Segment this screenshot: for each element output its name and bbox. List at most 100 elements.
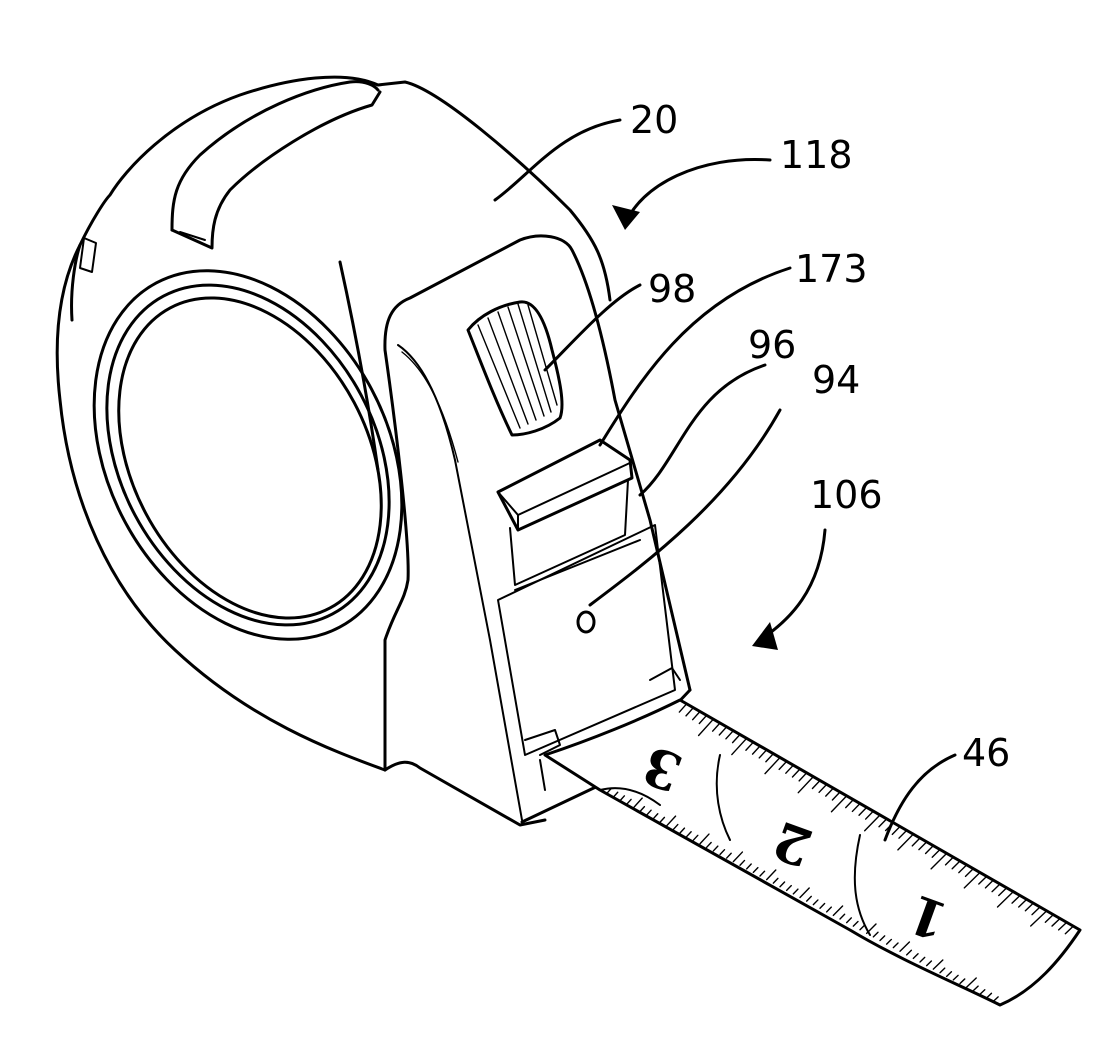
tape-tick-top	[1024, 902, 1035, 912]
tape-tick-bottom	[605, 787, 612, 795]
tape-tick-top	[878, 818, 888, 828]
tape-tick-top	[931, 848, 941, 858]
tape-tick-bottom	[672, 823, 679, 831]
tape-tick-bottom	[745, 863, 752, 870]
tape-tick-bottom	[645, 809, 652, 816]
label-94: 94	[812, 358, 860, 402]
tape-tick-top	[964, 867, 975, 878]
tape-tick-bottom	[619, 795, 626, 802]
housing-body	[55, 75, 612, 772]
tape-tick-bottom	[659, 816, 666, 823]
tape-tick-bottom	[652, 813, 659, 820]
label-118: 118	[780, 133, 853, 177]
tape-tick-top	[1064, 925, 1075, 935]
tape-tick-top	[958, 864, 968, 874]
tape-tick-top	[891, 825, 901, 836]
tape-tick-bottom	[879, 935, 886, 942]
tape-tick-bottom	[765, 869, 777, 881]
tape-blade: 3 2 1	[543, 698, 1082, 1007]
leader-96	[638, 363, 767, 497]
pin-window	[497, 524, 676, 756]
tape-tick-top	[978, 875, 988, 885]
tape-tick-top	[725, 729, 735, 740]
tape-tick-bottom	[665, 815, 677, 827]
leader-20	[493, 118, 622, 202]
leader-94	[588, 408, 782, 607]
tape-tick-top	[1057, 921, 1068, 931]
tape-tick-bottom	[885, 938, 893, 945]
lock-lever	[496, 438, 634, 586]
tape-tick-top	[1044, 913, 1055, 923]
tape-tick-bottom	[732, 851, 744, 863]
tape-tick-bottom	[625, 798, 632, 806]
tape-tick-top	[697, 718, 715, 737]
tape-tick-top	[825, 787, 835, 797]
tape-tick-bottom	[805, 895, 812, 902]
tape-tick-top	[751, 745, 761, 755]
tape-tick-top	[791, 768, 801, 778]
tape-tick-top	[1011, 894, 1021, 904]
tape-tick-top	[1031, 906, 1041, 916]
tape-tick-bottom	[692, 834, 699, 841]
tape-tick-top	[918, 841, 928, 851]
label-98: 98	[648, 267, 696, 311]
tape-tick-bottom	[719, 848, 726, 856]
tape-tick-bottom	[785, 884, 792, 892]
tape-ticks	[605, 703, 1075, 1003]
tape-tick-top	[818, 783, 828, 794]
tape-tick-bottom	[632, 797, 643, 809]
tape-tick-bottom	[905, 949, 913, 956]
leader-lines	[493, 118, 957, 842]
tape-tick-top	[911, 837, 921, 847]
tape-tick-bottom	[712, 845, 719, 852]
tape-tick-top	[998, 887, 1008, 897]
tape-tick-top	[996, 890, 1015, 908]
leader-173	[598, 266, 792, 447]
tape-tick-bottom	[705, 841, 712, 849]
tape-tick-top	[845, 798, 855, 809]
tape-tick-bottom	[979, 989, 986, 995]
front-panel	[383, 234, 692, 827]
tape-tick-bottom	[612, 791, 619, 798]
label-96: 96	[748, 323, 796, 367]
tape-tick-bottom	[945, 971, 953, 978]
tape-tick-bottom	[845, 917, 853, 924]
tape-tick-bottom	[852, 920, 859, 927]
leader-118	[623, 157, 772, 227]
tape-tick-bottom	[872, 931, 879, 938]
tape-tick-bottom	[965, 977, 977, 988]
tape-tick-top	[731, 737, 748, 756]
tape-tick-bottom	[759, 870, 766, 877]
tape-tick-bottom	[925, 960, 933, 967]
tape-tick-top	[797, 775, 815, 794]
tape-tick-bottom	[799, 887, 810, 899]
tape-tick-top	[963, 871, 981, 889]
tape-tick-bottom	[919, 956, 926, 963]
tape-tick-top	[898, 829, 908, 839]
tape-tick-top	[831, 791, 841, 801]
tape-tick-bottom	[939, 967, 946, 974]
tape-tick-bottom	[725, 852, 732, 859]
tape-tick-bottom	[972, 985, 979, 992]
tape-tick-top	[718, 726, 728, 736]
label-46: 46	[962, 731, 1010, 775]
tape-tick-bottom	[832, 905, 844, 917]
tape-tick-top	[944, 856, 955, 866]
tape-tick-bottom	[952, 974, 959, 981]
tape-tick-bottom	[892, 942, 899, 949]
tape-tick-top	[951, 860, 961, 870]
tape-tick-top	[924, 844, 935, 855]
tape-tick-top	[858, 806, 868, 816]
thumb-button	[466, 300, 564, 437]
tape-tick-bottom	[699, 833, 710, 845]
tape-tick-bottom	[859, 924, 866, 931]
tape-tick-top	[764, 756, 781, 775]
side-disk	[92, 269, 404, 641]
tape-tick-bottom	[839, 913, 846, 920]
tape-tick-top	[691, 710, 701, 721]
leader-46	[883, 753, 957, 842]
tape-tick-bottom	[959, 978, 966, 985]
tape-tick-bottom	[899, 941, 911, 952]
